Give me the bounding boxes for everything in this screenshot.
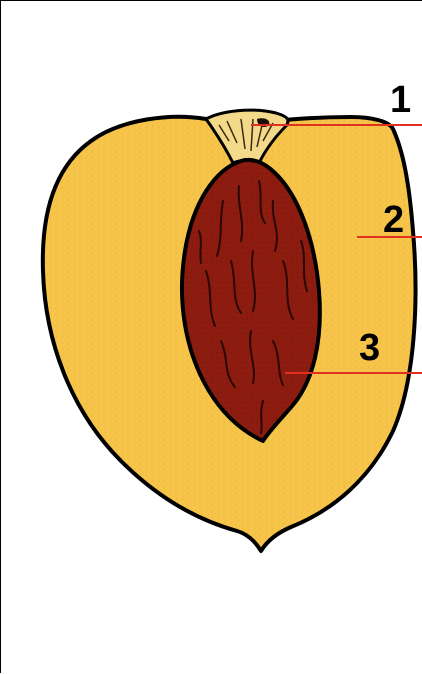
callout-number-2: 2 — [383, 201, 404, 239]
callout-number-1: 1 — [390, 81, 411, 119]
callout-number-3: 3 — [359, 329, 380, 367]
